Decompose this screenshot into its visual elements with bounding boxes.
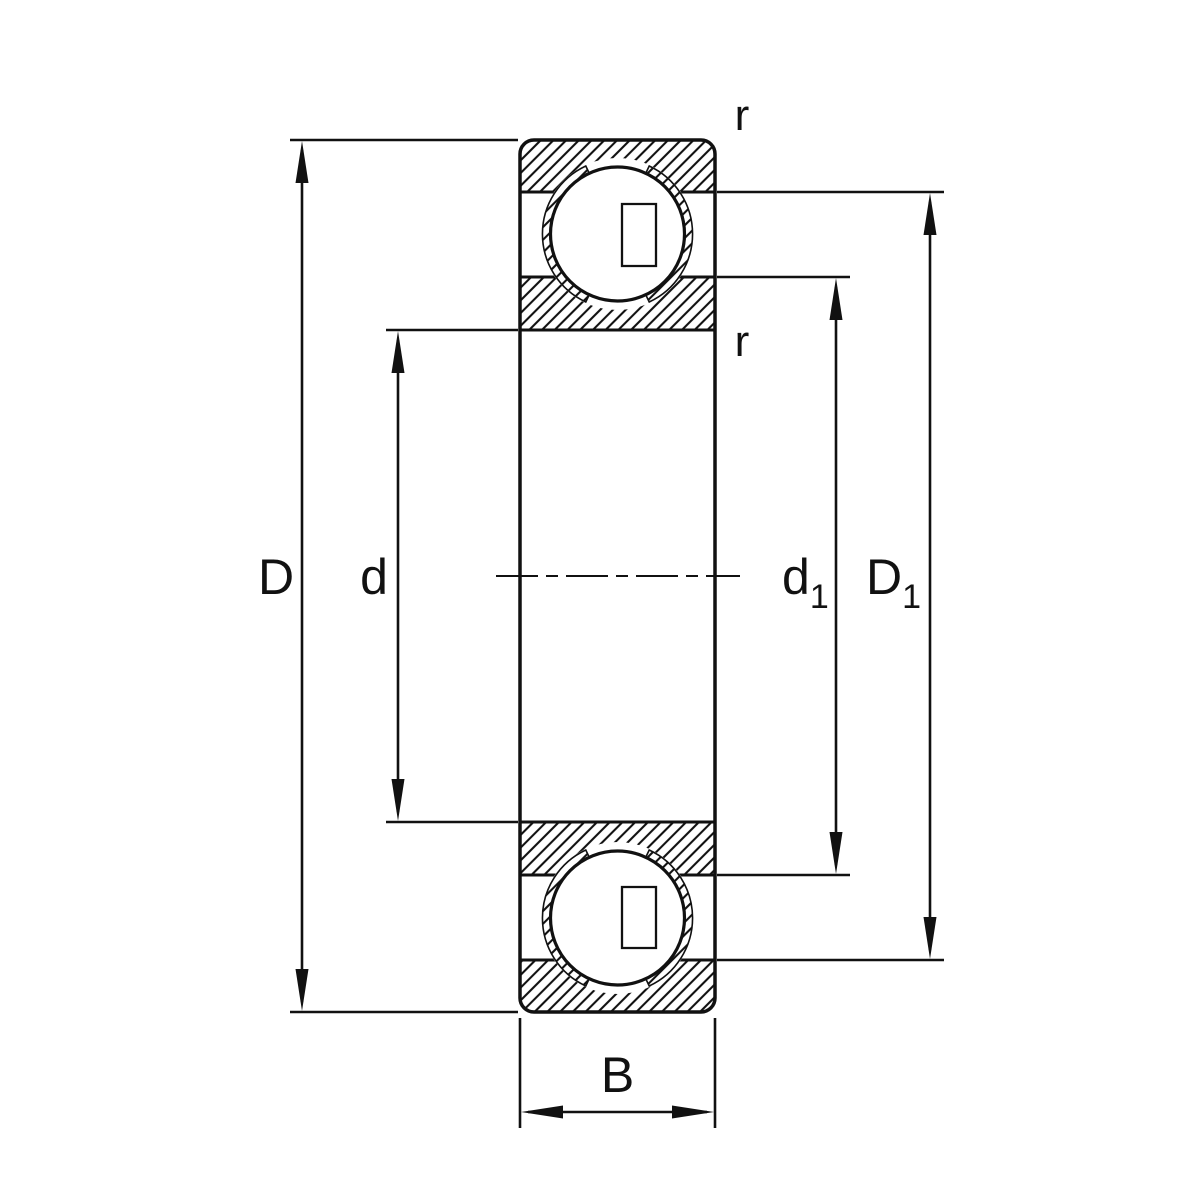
label-D1-base: D [866, 549, 902, 605]
bearing-cross-section [496, 138, 740, 1014]
arrowhead-d-up [391, 331, 405, 373]
label-D1-sub: 1 [902, 578, 921, 616]
ball-assembly-bottom [539, 840, 696, 996]
label-D1: D1 [866, 549, 921, 616]
label-D: D [258, 549, 294, 605]
dimension-D [290, 138, 518, 1014]
arrowhead-B-right [672, 1105, 714, 1119]
cage-rivet-mark-bottom [620, 885, 658, 950]
dimension-d1 [717, 275, 850, 877]
arrowhead-d-down [391, 779, 405, 821]
arrowhead-D1-up [923, 193, 937, 235]
label-d: d [360, 549, 388, 605]
dimension-d [386, 328, 518, 824]
label-d1-sub: 1 [810, 578, 829, 616]
arrowhead-d1-up [829, 278, 843, 320]
cage-rivet-mark-top [620, 202, 658, 268]
label-d1-base: d [782, 549, 810, 605]
dimension-D1 [717, 190, 944, 962]
label-r-inner: r [735, 317, 750, 366]
arrowhead-d1-down [829, 832, 843, 874]
arrowhead-B-left [521, 1105, 563, 1119]
label-d1: d1 [782, 549, 829, 616]
ball-assembly-top [539, 156, 696, 312]
label-r-top: r [735, 91, 750, 140]
dimension-B [518, 1018, 717, 1128]
arrowhead-D-up [295, 141, 309, 183]
arrowhead-D-down [295, 969, 309, 1011]
arrowhead-D1-down [923, 917, 937, 959]
label-B: B [601, 1047, 634, 1103]
